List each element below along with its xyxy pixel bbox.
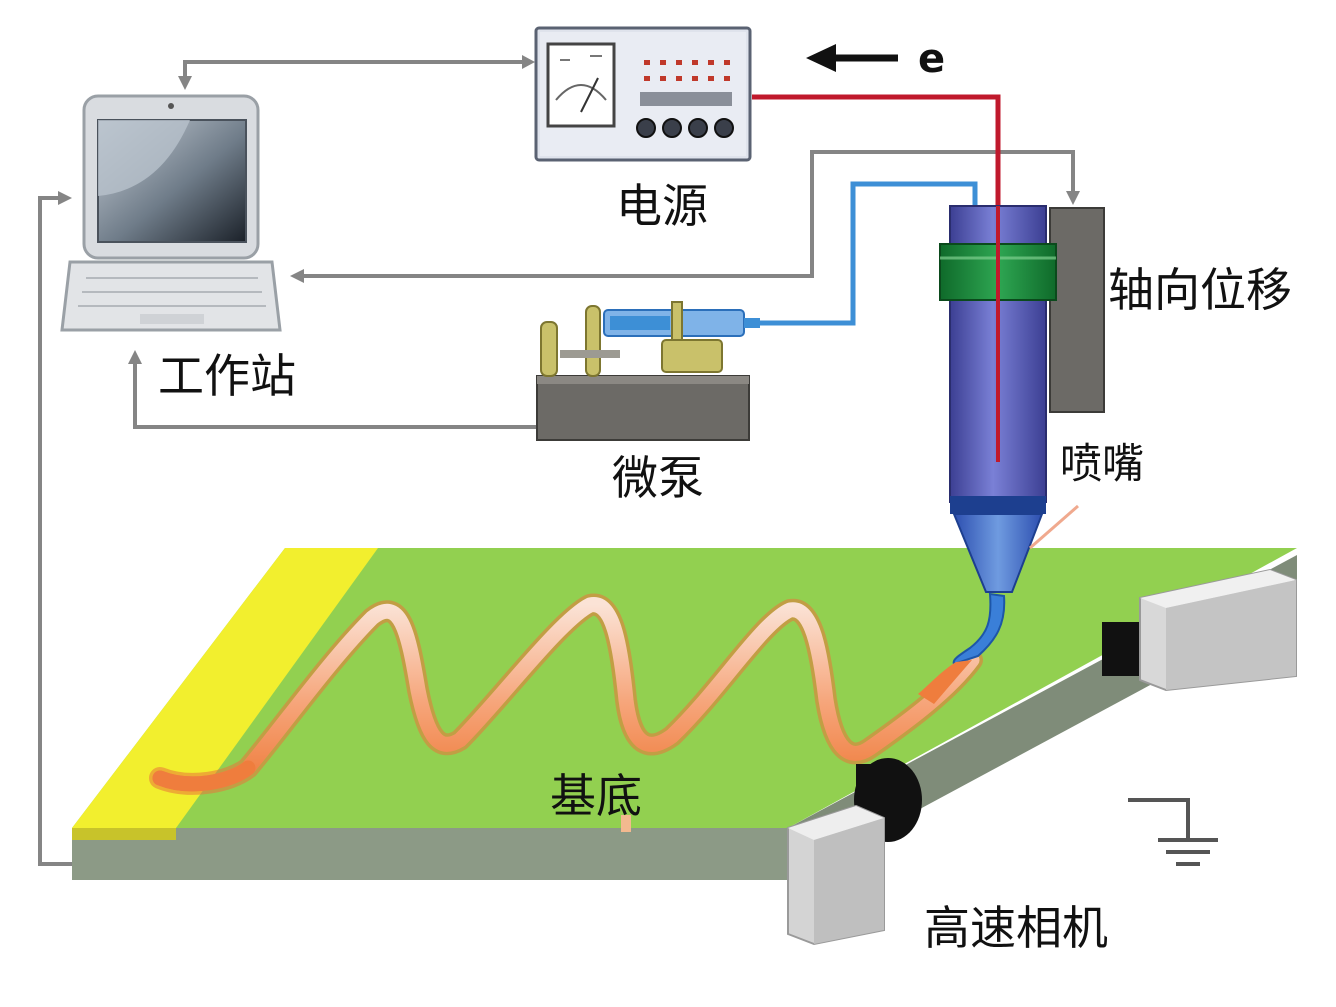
workstation-label: 工作站 <box>158 349 296 403</box>
high-speed-camera-label: 高速相机 <box>924 901 1108 955</box>
nozzle-label: 喷嘴 <box>1060 439 1144 488</box>
power-supply-label: 电源 <box>616 179 708 233</box>
axial-displacement-label: 轴向位移 <box>1108 263 1292 317</box>
electrode-strip <box>72 548 378 828</box>
fluid-line <box>760 181 978 326</box>
nozzle-assembly <box>918 205 1079 704</box>
camera-front-icon <box>787 758 922 946</box>
wire-substrate-to-workstation <box>38 196 72 866</box>
electron-arrow-icon <box>806 44 898 72</box>
meter-icon <box>546 42 616 128</box>
substrate-label: 基底 <box>550 769 642 823</box>
axial-displacement-stage <box>1049 207 1105 413</box>
wire-power-to-workstation <box>183 60 525 82</box>
wire-pump-to-workstation <box>133 360 537 429</box>
power-supply-unit <box>534 26 752 162</box>
micro-pump-label: 微泵 <box>612 451 704 505</box>
fiber-trace <box>149 593 983 832</box>
laptop-icon <box>60 94 282 332</box>
micro-pump-unit <box>536 301 760 441</box>
wire-axial-to-workstation <box>300 150 1075 278</box>
camera-right-icon <box>1102 568 1297 692</box>
electron-label: e <box>918 36 945 82</box>
signal-wires <box>38 60 1075 866</box>
ground-icon <box>1128 798 1218 866</box>
arrow-heads <box>58 55 1080 364</box>
knob-icons <box>636 118 734 138</box>
